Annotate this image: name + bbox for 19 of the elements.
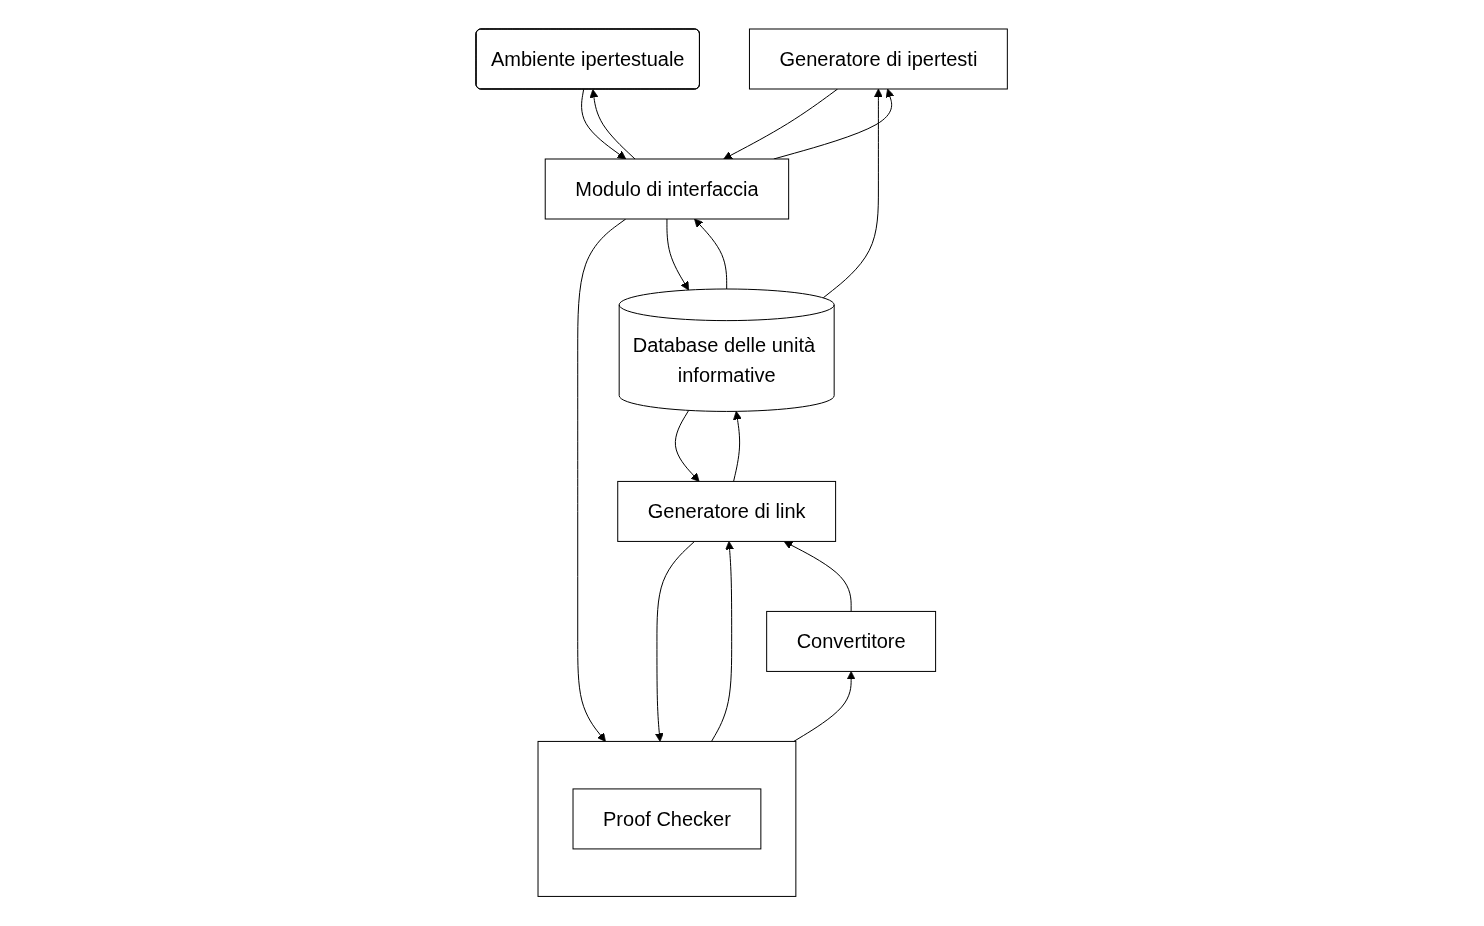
arrow bbox=[589, 89, 636, 160]
cluster bbox=[537, 741, 797, 898]
arrow bbox=[733, 411, 743, 483]
arrow bbox=[784, 541, 852, 613]
node-box: Convertitore bbox=[766, 611, 937, 673]
arrow bbox=[675, 410, 700, 483]
node-box: Modulo di interfaccia bbox=[545, 158, 790, 220]
arrow bbox=[823, 88, 884, 299]
arrow bbox=[577, 218, 627, 743]
arrow bbox=[666, 218, 690, 291]
arrow bbox=[655, 541, 696, 743]
node-box: Generatore di link bbox=[617, 481, 837, 543]
arrow bbox=[581, 89, 627, 160]
arrow bbox=[793, 671, 856, 743]
node-box: Proof Checker bbox=[572, 788, 762, 850]
arrow bbox=[694, 218, 728, 290]
arrow bbox=[723, 88, 839, 160]
node-box: Generatore di ipertesti bbox=[749, 28, 1009, 90]
arrow bbox=[711, 541, 735, 743]
